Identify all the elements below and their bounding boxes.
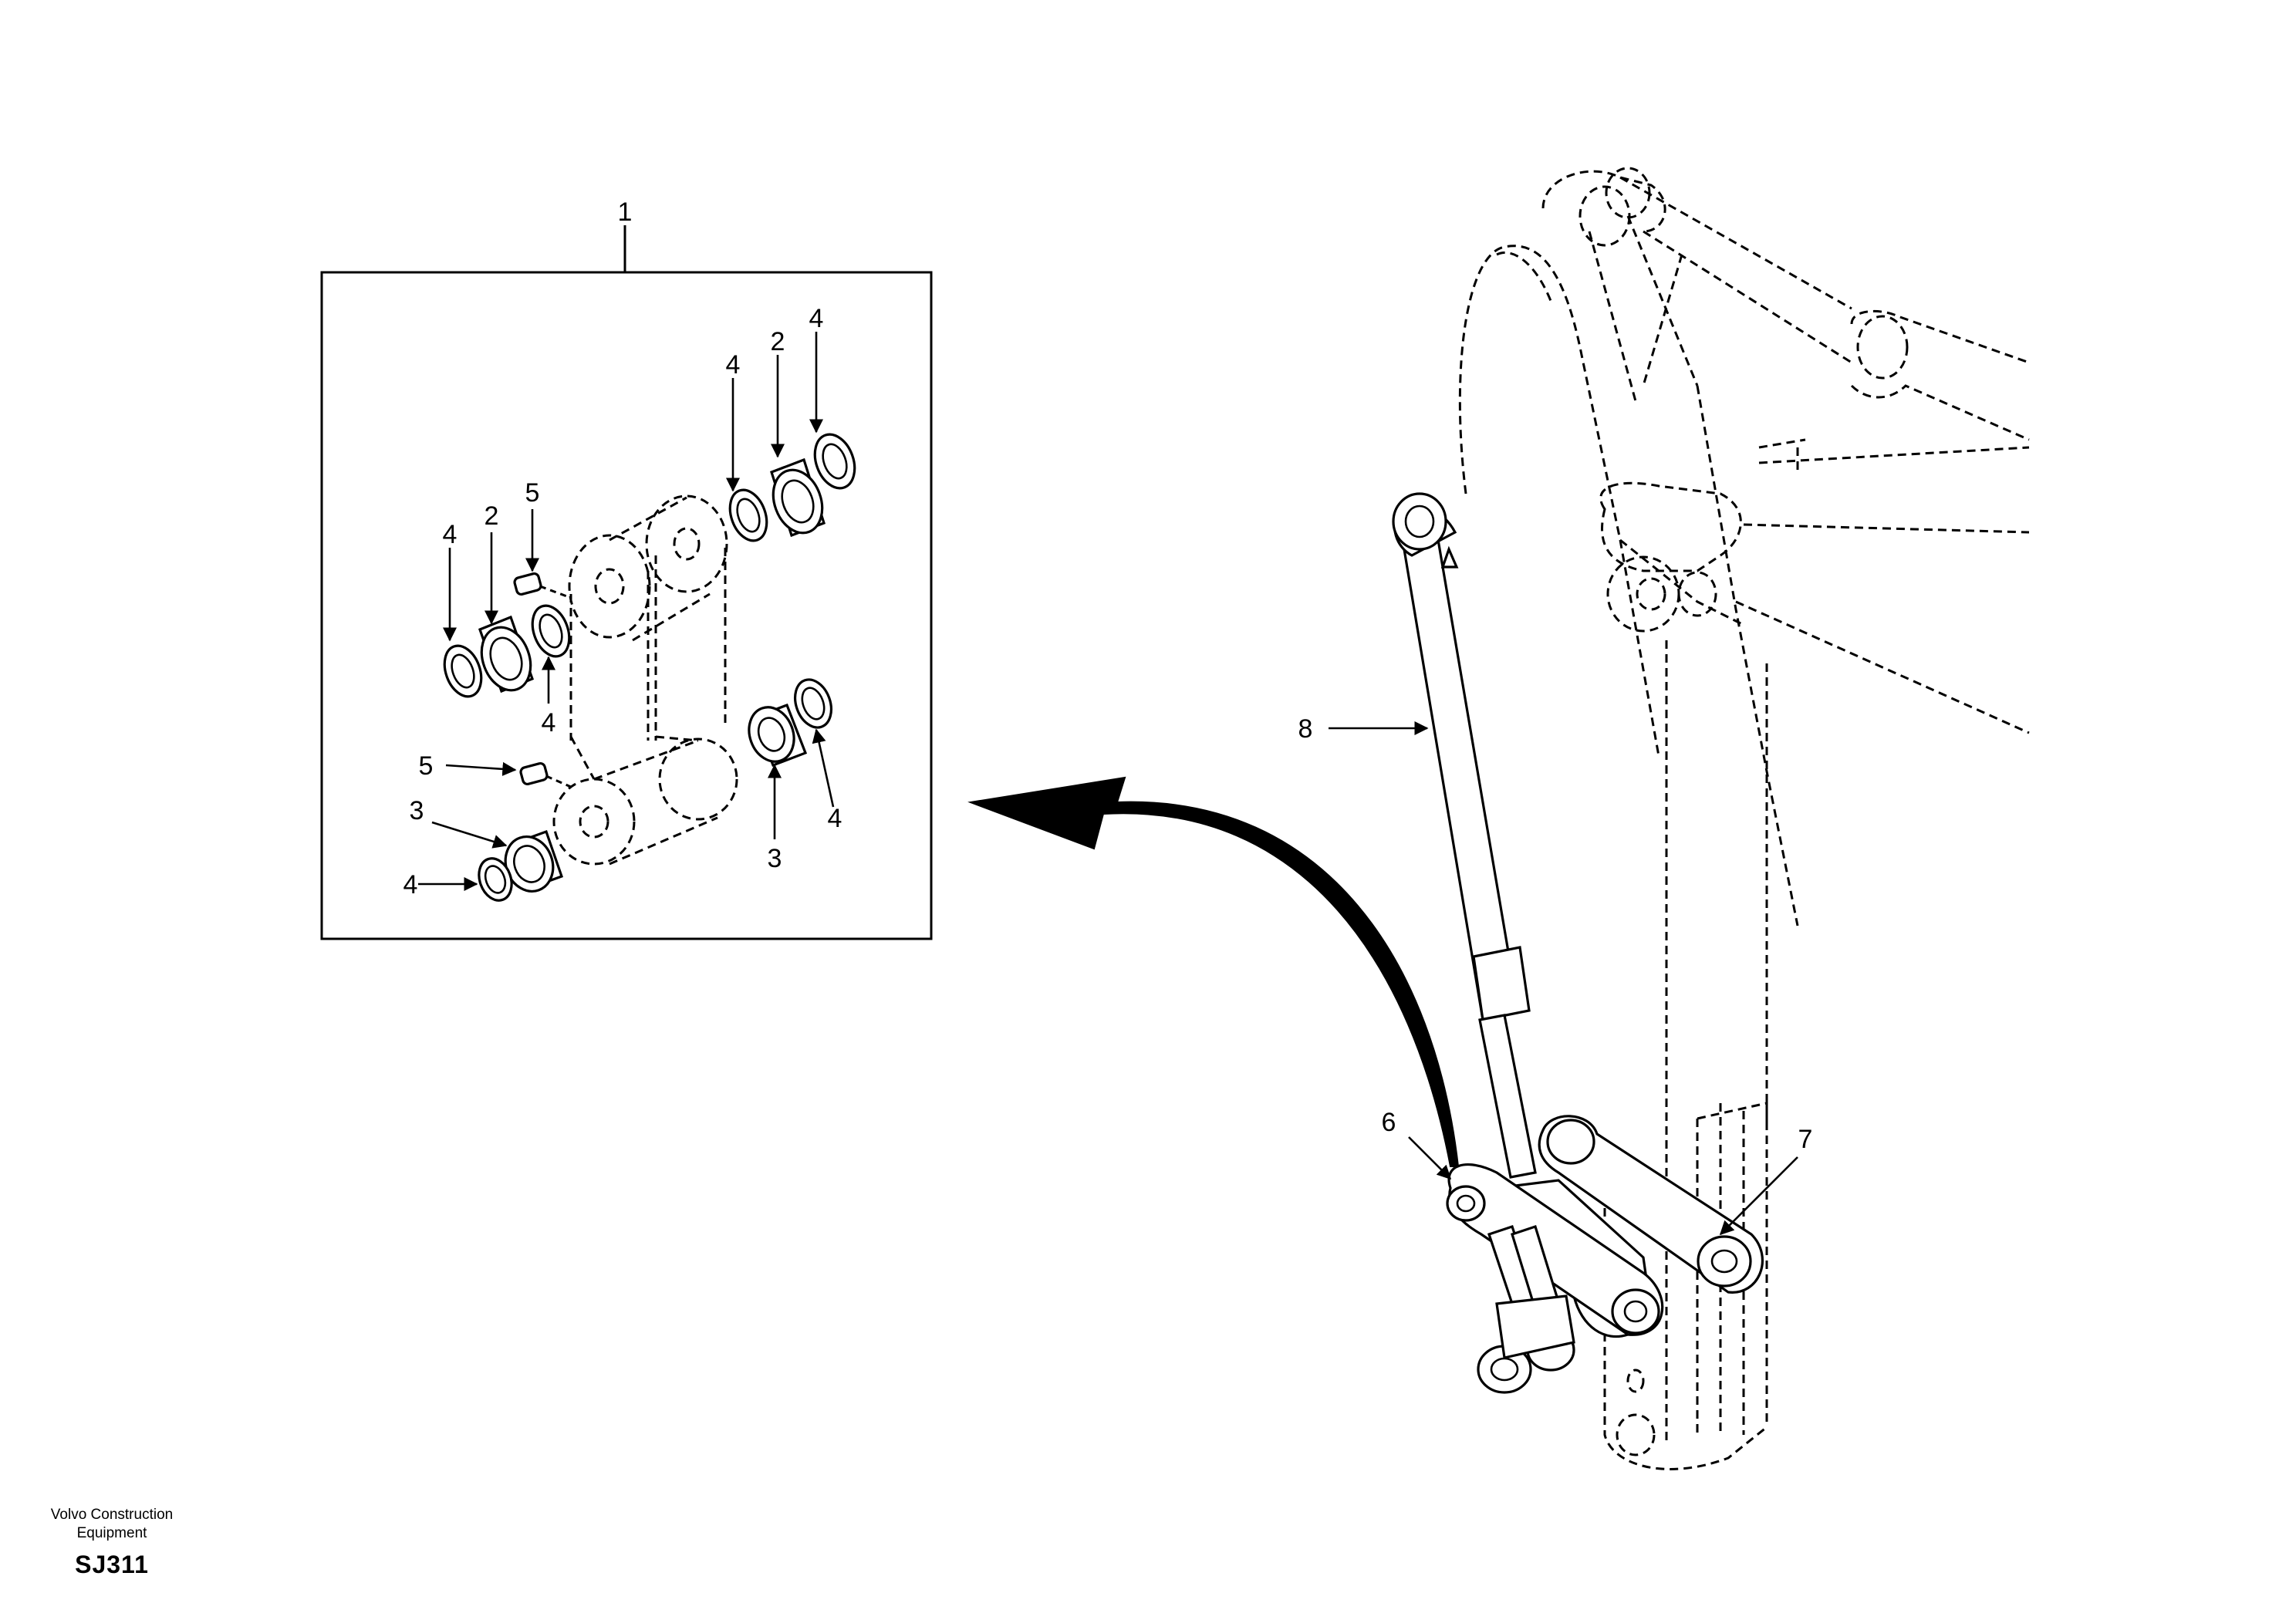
link-dashed-outline: [552, 494, 738, 866]
callout-3-lower-right: 3: [768, 844, 782, 873]
footer-company-line1: Volvo Construction: [50, 1507, 174, 1523]
detail-arrow: [967, 776, 1460, 1167]
callout-3-lower-left: 3: [410, 796, 424, 825]
bushing-upper-right: [770, 457, 826, 538]
inset-leaders: [418, 332, 835, 892]
footer-drawing-code: SJ311: [75, 1551, 149, 1578]
callout-labels: 1 4 2 5 4 4 2 4 5 3 4 3 4 8 6 7: [403, 197, 1813, 1154]
callout-7: 7: [1798, 1125, 1813, 1154]
callout-2-upper-right: 2: [771, 327, 785, 356]
seal-lower-left: [478, 857, 513, 902]
callout-6: 6: [1382, 1108, 1396, 1137]
seal-upper-left: [443, 644, 483, 698]
seal-upper-right-a: [728, 488, 768, 542]
callout-4-upper-right-a: 4: [726, 350, 741, 380]
arm-dashed-outline: [1458, 167, 2030, 1470]
callout-2-upper-left: 2: [485, 501, 499, 531]
grease-nipple-lower: [519, 761, 572, 788]
hydraulic-cylinder: [1392, 492, 1537, 1179]
callout-4-lower-left: 4: [403, 870, 418, 899]
footer-company-line2: Equipment: [76, 1525, 147, 1541]
callout-1: 1: [618, 197, 633, 227]
seal-upper-mid: [531, 604, 571, 658]
grease-nipple-upper: [513, 572, 572, 599]
footer-block: Volvo Construction Equipment SJ311: [46, 1506, 177, 1579]
link-assembly: [1446, 1115, 1764, 1394]
callout-4-upper-right-b: 4: [809, 304, 824, 333]
bushing-upper-left: [478, 615, 535, 694]
callout-4-upper-mid: 4: [542, 708, 556, 737]
callout-4-lower-right: 4: [828, 804, 842, 833]
callout-8: 8: [1298, 714, 1313, 744]
seal-upper-right-b: [813, 433, 856, 490]
detail-frame: [320, 271, 933, 940]
callout-5-lower: 5: [419, 751, 434, 781]
seal-lower-right: [794, 678, 832, 729]
bushing-lower-right: [748, 703, 808, 768]
main-leaders: [1329, 721, 1798, 1236]
callout-5-upper: 5: [525, 478, 540, 508]
callout-4-upper-left: 4: [443, 520, 458, 549]
